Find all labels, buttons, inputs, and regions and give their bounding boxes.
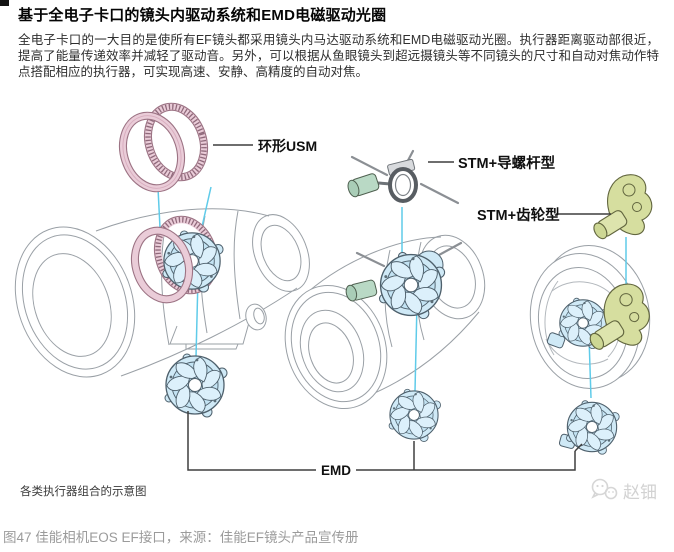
wechat-icon [591, 478, 618, 500]
label-ring-usm: 环形USM [258, 138, 317, 154]
label-stm-gear: STM+齿轮型 [477, 206, 560, 224]
figure-caption: 各类执行器组合的示意图 [20, 486, 147, 498]
body-paragraph: 全电子卡口的一大目的是使所有EF镜头都采用镜头内马达驱动系统和EMD电磁驱动光圈… [18, 33, 659, 79]
ring-usm-floating [118, 102, 209, 193]
stm-leadscrew-floating [347, 149, 460, 205]
label-leader-lines [187, 144, 611, 471]
lens-actuator-diagram: 环形USM STM+导螺杆型 STM+齿轮型 EMD [14, 102, 653, 478]
stm-leadscrew-on-lens [345, 241, 463, 320]
emd-unit-left [164, 353, 228, 418]
stm-gear-floating [590, 174, 653, 242]
left-lens-drawing [14, 208, 310, 378]
emd-unit-middle [388, 388, 442, 443]
ring-usm-on-lens [130, 215, 224, 304]
watermark: 赵钿 [589, 477, 657, 503]
watermark-text: 赵钿 [623, 482, 657, 502]
page-title: 基于全电子卡口的镜头内驱动系统和EMD电磁驱动光圈 [18, 7, 387, 24]
middle-lens-drawing [284, 234, 486, 410]
image-caption: 图47 佳能相机EOS EF接口，来源：佳能EF镜头产品宣传册 [3, 530, 359, 545]
label-stm-leadscrew: STM+导螺杆型 [458, 154, 556, 172]
label-emd: EMD [321, 463, 351, 478]
corner-mark [0, 0, 9, 6]
